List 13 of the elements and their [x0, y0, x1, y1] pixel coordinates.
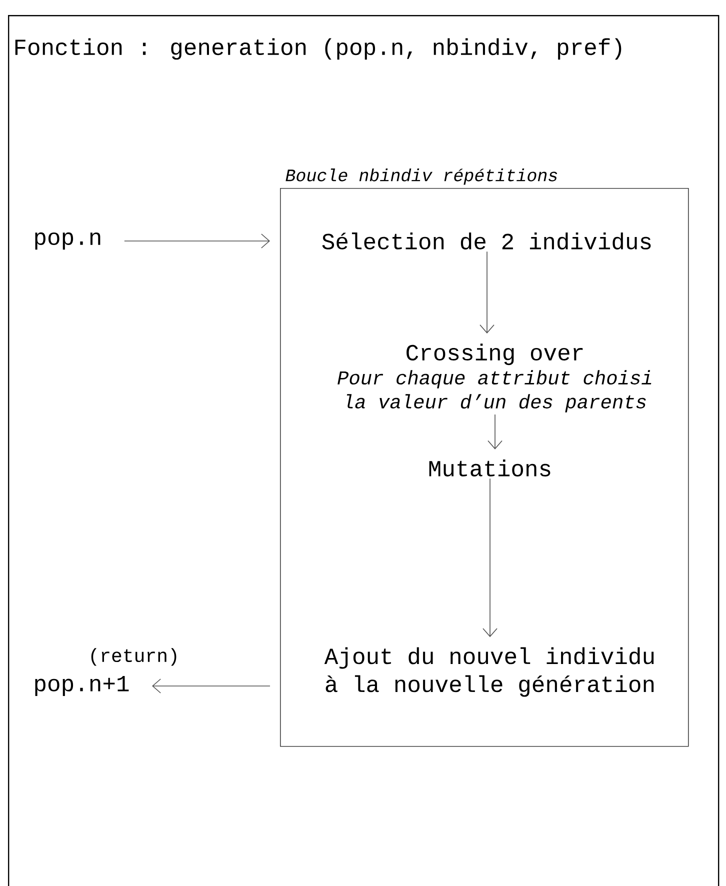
return-note: (return): [91, 648, 176, 666]
output-text: pop.n+1: [35, 676, 129, 696]
input-text: pop.n: [35, 232, 100, 250]
arrow: [488, 414, 502, 450]
step-text: Ajout du nouvel individu à la nouvelle génération: [324, 647, 654, 697]
arrow: [482, 478, 498, 638]
node-label: Boucle nbindiv répétitions: [286, 168, 558, 185]
step-text: Crossing over Pour chaque attribut choisi la valeur d’un des parents: [338, 344, 652, 412]
step-text: Mutations: [429, 460, 550, 476]
step-text: Sélection de 2 individus: [322, 232, 651, 250]
arrow: [124, 234, 270, 248]
arrow: [480, 251, 494, 334]
arrow: [152, 678, 270, 694]
